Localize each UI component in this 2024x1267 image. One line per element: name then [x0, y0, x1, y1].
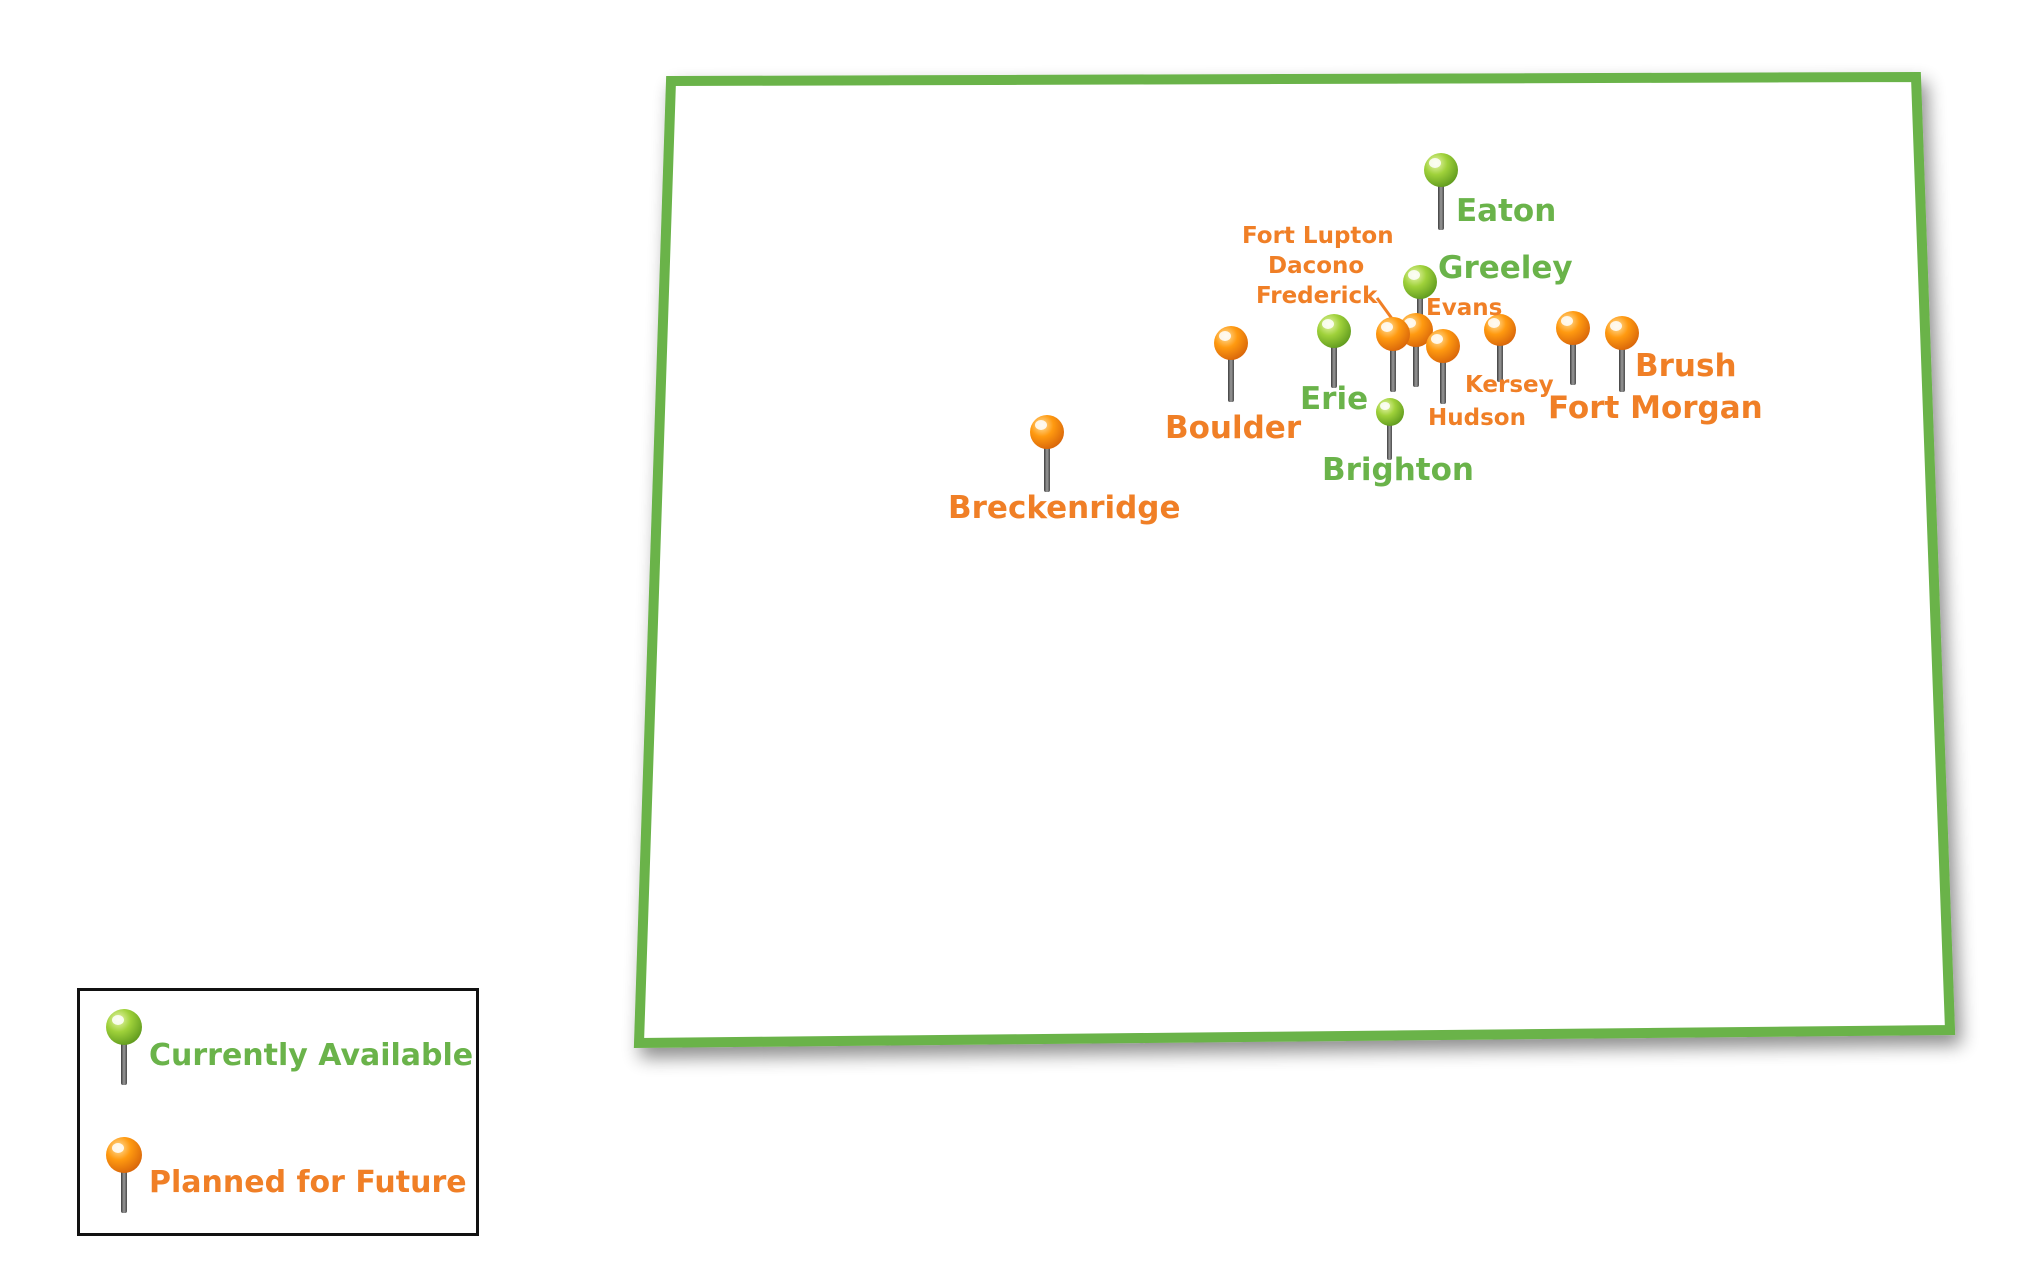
pin-eaton[interactable]: [1424, 153, 1458, 230]
legend-planned-label: Planned for Future: [149, 1165, 467, 1200]
label-boulder: Boulder: [1165, 410, 1302, 446]
state-border: [633, 71, 1956, 1049]
label-brighton: Brighton: [1322, 452, 1474, 488]
pin-hudson[interactable]: [1426, 329, 1460, 404]
label-frederick: Frederick: [1256, 283, 1378, 309]
legend: Currently Available Planned for Future: [77, 988, 479, 1236]
label-evans: Evans: [1426, 295, 1502, 321]
label-breckenridge: Breckenridge: [948, 490, 1181, 526]
pin-erie[interactable]: [1317, 314, 1351, 388]
orange-pushpin-icon: [106, 1137, 142, 1213]
green-pushpin-icon: [106, 1009, 142, 1085]
label-brush: Brush: [1635, 348, 1737, 384]
pin-brighton[interactable]: [1376, 398, 1404, 460]
frederick-leader-line: [1375, 297, 1395, 321]
pin-fort-morgan[interactable]: [1556, 311, 1590, 385]
label-fort-lupton: Fort Lupton: [1242, 223, 1394, 249]
pin-brush[interactable]: [1605, 316, 1639, 392]
label-hudson: Hudson: [1428, 405, 1526, 431]
label-dacono: Dacono: [1268, 253, 1364, 279]
label-erie: Erie: [1300, 381, 1368, 417]
pin-breckenridge[interactable]: [1030, 415, 1064, 492]
label-eaton: Eaton: [1456, 193, 1556, 229]
pin-greeley[interactable]: [1403, 265, 1437, 336]
label-kersey: Kersey: [1465, 372, 1554, 398]
pin-dacono[interactable]: [1376, 317, 1410, 392]
pin-kersey[interactable]: [1484, 314, 1516, 382]
legend-available-label: Currently Available: [149, 1038, 474, 1073]
label-fort-morgan: Fort Morgan: [1548, 390, 1763, 426]
pin-boulder[interactable]: [1214, 326, 1248, 402]
label-greeley: Greeley: [1438, 250, 1573, 286]
